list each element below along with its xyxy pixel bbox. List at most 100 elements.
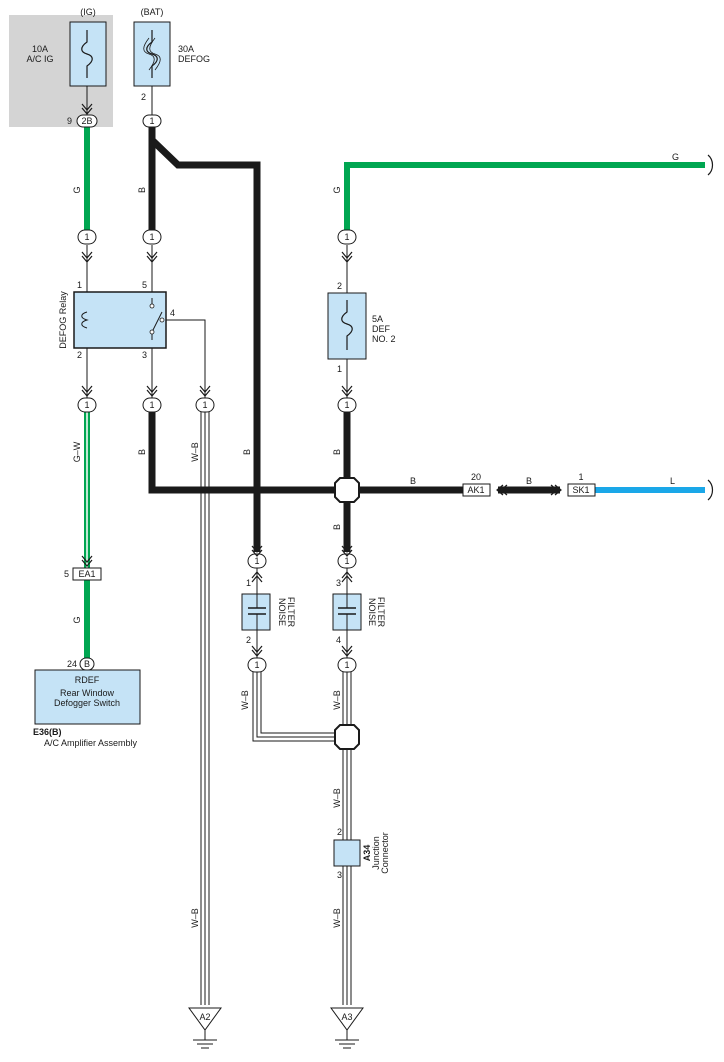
pin-relay-2: 2 (77, 350, 82, 360)
svg-text:1: 1 (202, 400, 207, 410)
switch-line1: Rear Window (60, 688, 115, 698)
label-wb-4: W–B (332, 788, 342, 808)
connector-relay-out-3[interactable]: 1 (142, 397, 162, 413)
connector-2b[interactable]: 2B (76, 114, 98, 128)
fuse-defog-name: DEFOG (178, 54, 210, 64)
noise-filter-2[interactable] (332, 593, 362, 631)
ground-a2-label: A2 (199, 1012, 210, 1022)
svg-text:1: 1 (344, 232, 349, 242)
thin-wires (86, 70, 348, 660)
svg-text:1: 1 (254, 660, 259, 670)
connector-nf2-in[interactable]: 1 (337, 553, 357, 569)
fuse-acig-rating: 10A (32, 44, 48, 54)
connector-switch-b[interactable]: B (79, 657, 95, 671)
connector-fuse-defog-out[interactable]: 1 (142, 114, 162, 128)
connector-def2-out[interactable]: 1 (337, 397, 357, 413)
label-g-2: G (332, 186, 342, 193)
pin-2-defog: 2 (141, 92, 146, 102)
switch-line2: Defogger Switch (54, 698, 120, 708)
pin-nf1-2: 2 (246, 635, 251, 645)
connector-ak1[interactable]: AK1 (462, 483, 491, 497)
label-g-top: G (672, 152, 679, 162)
noise-filter-1-line2: FILTER (286, 597, 296, 628)
ground-a3 (330, 1007, 364, 1049)
svg-text:1: 1 (84, 232, 89, 242)
connector-nf2-out[interactable]: 1 (337, 657, 357, 673)
label-wb-5: W–B (190, 908, 200, 928)
svg-text:EA1: EA1 (78, 569, 95, 579)
svg-text:1: 1 (344, 400, 349, 410)
pin-relay-4: 4 (170, 308, 175, 318)
pin-def2-1: 1 (337, 364, 342, 374)
svg-text:1: 1 (149, 116, 154, 126)
pin-nf1-1: 1 (246, 578, 251, 588)
splice-main (334, 477, 360, 503)
chevron-arrows (81, 103, 562, 657)
label-g-1: G (72, 186, 82, 193)
pin-ea1-5: 5 (64, 569, 69, 579)
pin-nf2-3: 3 (336, 578, 341, 588)
connector-relay-in-5[interactable]: 1 (142, 229, 162, 245)
amplifier-code: E36(B) (33, 727, 62, 737)
ground-a3-label: A3 (341, 1012, 352, 1022)
pin-relay-5: 5 (142, 280, 147, 290)
pin-9: 9 (67, 116, 72, 126)
connector-relay-out-4[interactable]: 1 (195, 397, 215, 413)
label-b-4: B (332, 449, 342, 455)
amplifier-name: A/C Amplifier Assembly (44, 738, 138, 748)
noise-filter-1-line1: NOISE (277, 598, 287, 626)
splice-wb (334, 724, 360, 750)
svg-text:B: B (84, 659, 90, 669)
connector-sk1[interactable]: SK1 (567, 483, 596, 497)
svg-text:1: 1 (84, 400, 89, 410)
noise-filter-2-line2: FILTER (376, 597, 386, 628)
connector-nf1-in[interactable]: 1 (247, 553, 267, 569)
label-wb-2: W–B (240, 690, 250, 710)
fuse-acig[interactable] (69, 21, 107, 87)
label-wb-6: W–B (332, 908, 342, 928)
label-b-1: B (137, 187, 147, 193)
connector-ea1[interactable]: EA1 (72, 567, 102, 581)
connector-nf1-out[interactable]: 1 (247, 657, 267, 673)
junction-connector[interactable] (333, 839, 361, 867)
connector-def2-in[interactable]: 1 (337, 229, 357, 245)
pin-switch-24: 24 (67, 659, 77, 669)
pin-relay-1: 1 (77, 280, 82, 290)
wire-g-right (344, 162, 705, 230)
connector-relay-out-2[interactable]: 1 (77, 397, 97, 413)
connector-relay-in-1[interactable]: 1 (77, 229, 97, 245)
pin-def2-2: 2 (337, 281, 342, 291)
pin-nf2-4: 4 (336, 635, 341, 645)
fuse-def2-rating: 5A (372, 314, 383, 324)
pin-jc-3: 3 (337, 870, 342, 880)
fuse-def2-name2: NO. 2 (372, 334, 396, 344)
svg-text:1: 1 (344, 660, 349, 670)
noise-filter-1[interactable] (241, 593, 271, 631)
fuse-defog-rating: 30A (178, 44, 194, 54)
label-b-6: B (526, 476, 532, 486)
switch-terminal: RDEF (75, 675, 100, 685)
svg-text:2B: 2B (81, 116, 92, 126)
label-b-7: B (332, 524, 342, 530)
pin-sk1-1: 1 (578, 472, 583, 482)
fuse-defog[interactable] (133, 21, 171, 87)
svg-text:AK1: AK1 (467, 485, 484, 495)
label-wb-1: W–B (190, 442, 200, 462)
pin-jc-2: 2 (337, 827, 342, 837)
fuse-acig-source: (IG) (80, 7, 96, 17)
svg-text:1: 1 (254, 556, 259, 566)
svg-text:1: 1 (344, 556, 349, 566)
label-b-2: B (137, 449, 147, 455)
fuse-def2[interactable] (327, 292, 367, 360)
defog-relay[interactable] (73, 291, 167, 349)
continuation-l (707, 479, 714, 501)
pin-ak1-20: 20 (471, 472, 481, 482)
label-wb-3: W–B (332, 690, 342, 710)
junction-code: A34 (362, 845, 372, 862)
ground-a2 (188, 1007, 222, 1049)
label-l: L (670, 476, 675, 486)
defog-relay-name: DEFOG Relay (58, 291, 68, 349)
fuse-defog-source: (BAT) (141, 7, 164, 17)
label-b-3: B (242, 449, 252, 455)
